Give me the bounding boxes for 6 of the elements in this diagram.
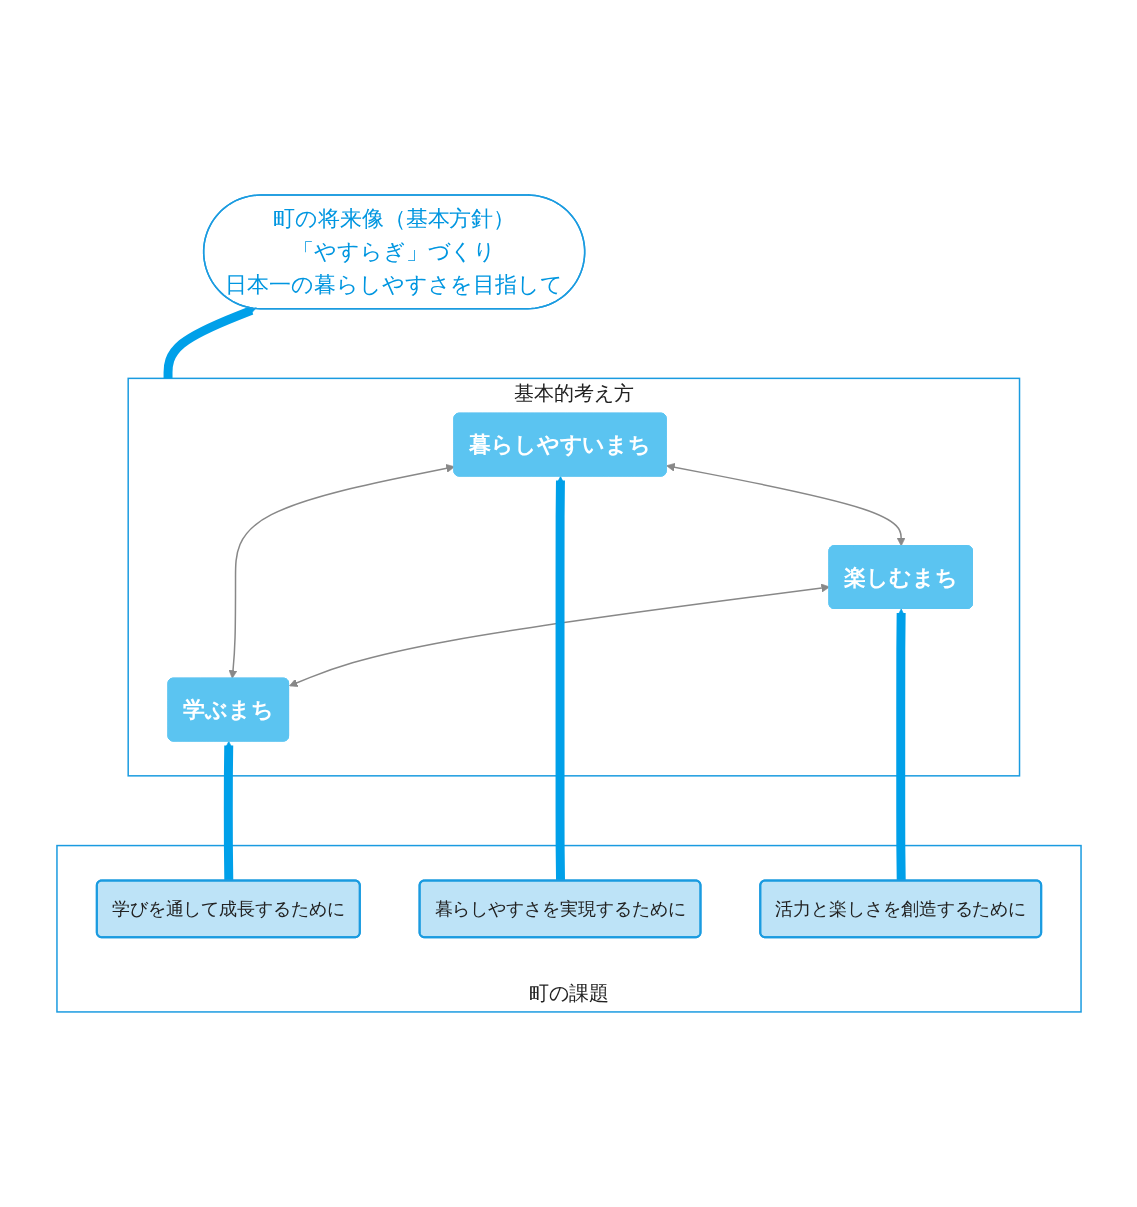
arrow xyxy=(665,462,905,547)
arrow xyxy=(895,608,906,881)
arrow xyxy=(223,741,233,881)
arrow xyxy=(288,583,830,687)
arrow xyxy=(555,476,565,881)
arrow xyxy=(228,464,455,679)
